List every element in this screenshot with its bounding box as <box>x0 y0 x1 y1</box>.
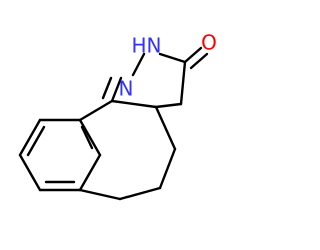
bond-c5-c6 <box>158 147 177 190</box>
bond-c3-c4 <box>179 60 187 106</box>
bond-c4-c11a <box>154 102 183 109</box>
structure-diagram: N N H O <box>18 30 217 201</box>
bond-c1-n-double-inner <box>101 76 113 100</box>
bond-benzene-6 <box>18 153 42 192</box>
bond-c1-n-double <box>110 76 123 103</box>
bond-c9a-c1 <box>78 99 114 122</box>
bond-benzene-inner-2 <box>80 125 94 150</box>
atom-n1-label: N <box>119 77 134 101</box>
atom-n2-label: N <box>147 34 162 58</box>
bond-c11a-c5 <box>154 105 177 151</box>
atom-o-label: O <box>201 31 217 55</box>
bond-c1-c11a <box>110 99 158 109</box>
bond-n-n <box>131 52 146 77</box>
bond-benzene-3 <box>78 118 102 157</box>
molecule-drawing: N N H O <box>18 31 217 201</box>
bond-benzene-inner-1 <box>26 125 46 157</box>
bond-benzene-4 <box>78 153 102 192</box>
bond-benzene-1 <box>18 118 42 157</box>
bond-nh-c3 <box>158 52 187 64</box>
bond-c3-o-2 <box>189 52 209 70</box>
bond-c7-c8 <box>78 188 122 201</box>
atom-h-label: H <box>131 34 146 58</box>
bond-c3-o-1 <box>183 46 203 64</box>
bond-c6-c7 <box>118 186 162 201</box>
